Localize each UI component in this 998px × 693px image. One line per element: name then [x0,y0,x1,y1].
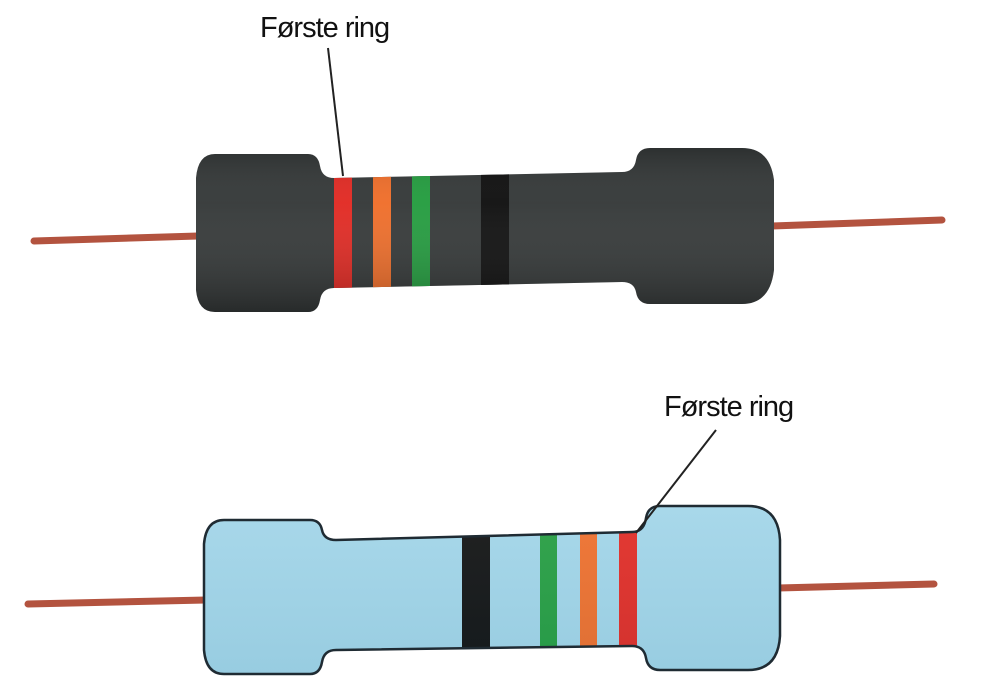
body-shading [204,506,780,674]
lead-left [30,232,202,245]
leader-line [327,47,344,177]
lead-left [24,596,210,608]
callout-label: Første ring [260,12,389,44]
callout-bottom: Første ring [635,391,794,534]
lead-right [768,216,946,230]
callout-label: Første ring [664,391,793,423]
leader-line [635,429,717,534]
body-shading [196,148,774,312]
callout-top: Første ring [260,12,390,177]
resistor-outline [202,504,782,676]
resistor-bottom: Første ring [24,391,938,676]
lead-right [774,580,938,592]
resistor-top: Første ring [30,12,946,312]
